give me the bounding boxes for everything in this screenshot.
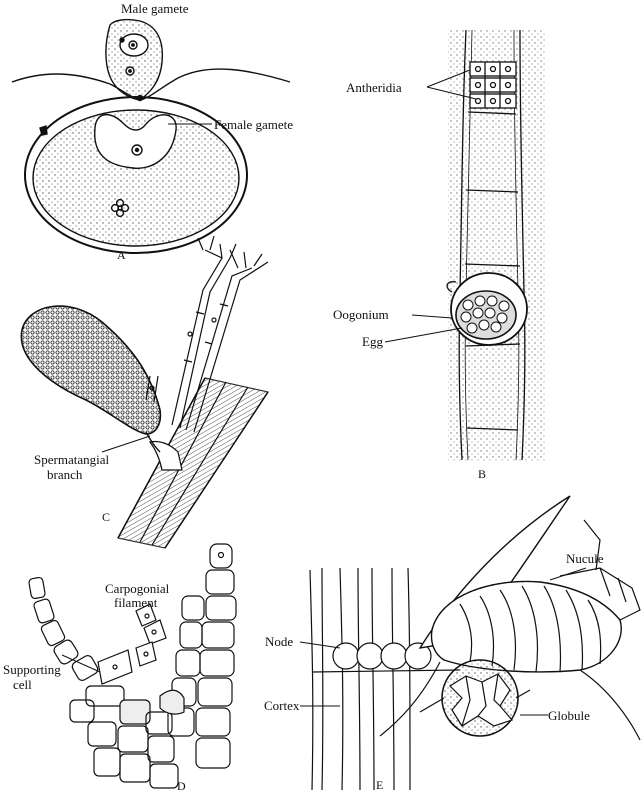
- label-cortex: Cortex: [264, 698, 299, 713]
- panel-letter-a: A: [117, 248, 126, 263]
- erect-filament: [168, 544, 236, 768]
- panel-e: [300, 496, 640, 790]
- label-antheridia: Antheridia: [346, 80, 402, 95]
- panel-a: [12, 20, 290, 253]
- label-oogonium: Oogonium: [333, 307, 389, 322]
- label-globule: Globule: [548, 708, 590, 723]
- label-nucule: Nucule: [566, 551, 604, 566]
- label-spermatangial-line1: Spermatangial: [34, 452, 109, 467]
- label-egg: Egg: [362, 334, 383, 349]
- cortex-cells: [310, 568, 410, 790]
- panel-letter-c: C: [102, 510, 110, 525]
- label-supporting-line1: Supporting: [3, 662, 61, 677]
- label-supporting-line2: cell: [13, 677, 32, 692]
- carpogonial-filament: [98, 604, 166, 684]
- label-carpogonial-line1: Carpogonial: [105, 581, 169, 596]
- spermatangial-branch: [21, 306, 160, 452]
- label-female-gamete: Female gamete: [214, 117, 293, 132]
- label-node: Node: [265, 634, 293, 649]
- label-male-gamete: Male gamete: [121, 1, 189, 16]
- basal-cells: [70, 686, 184, 788]
- male-gamete-cell: [106, 20, 162, 100]
- panel-letter-b: B: [478, 467, 486, 482]
- label-carpogonial-line2: filament: [114, 595, 157, 610]
- panel-b: [385, 30, 546, 462]
- panel-letter-e: E: [376, 778, 383, 793]
- panel-letter-d: D: [177, 779, 186, 794]
- panel-c: [21, 236, 268, 548]
- antheridia-cells: [470, 62, 516, 108]
- label-spermatangial-line2: branch: [47, 467, 82, 482]
